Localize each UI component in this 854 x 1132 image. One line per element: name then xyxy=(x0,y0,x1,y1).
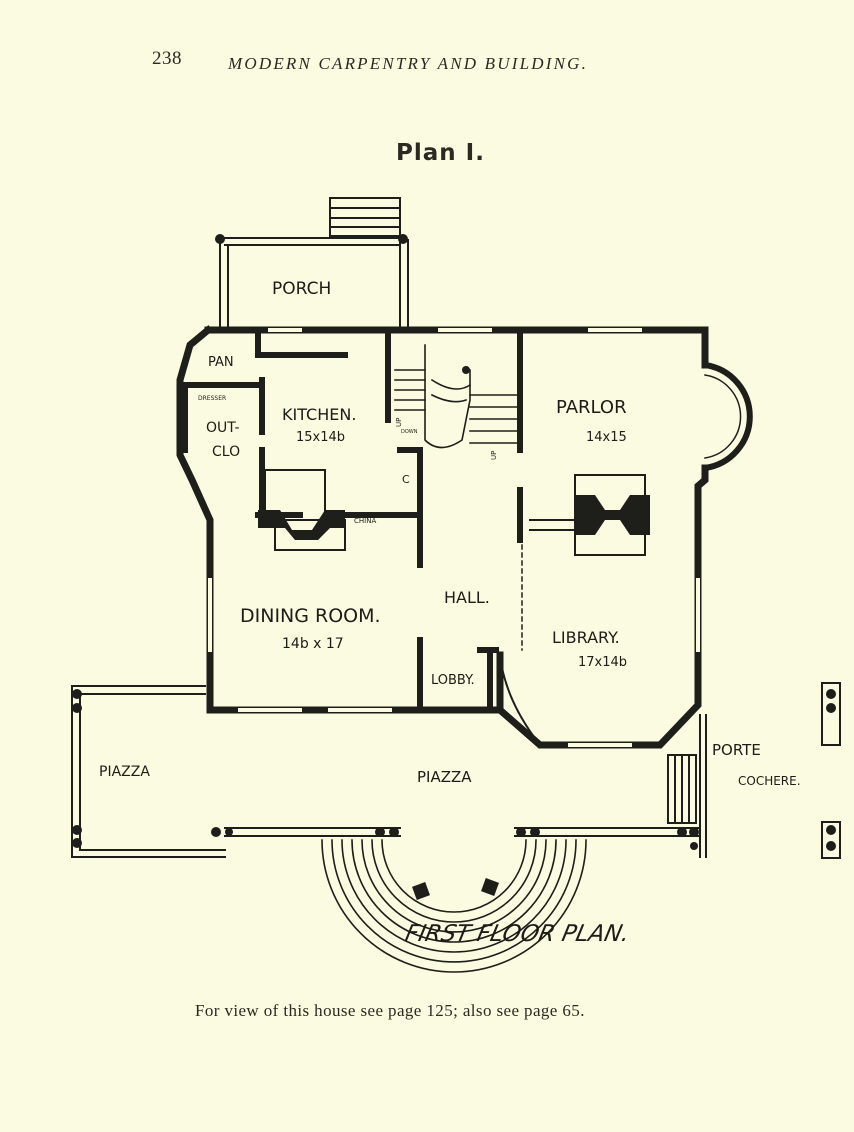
label-pantry: PAN xyxy=(208,355,234,370)
label-kitchen-size: 15x14b xyxy=(296,430,345,445)
page-number: 238 xyxy=(152,48,182,69)
label-stair-down: DOWN xyxy=(401,429,418,435)
label-parlor: PARLOR xyxy=(556,397,627,418)
label-porte-cochere-1: PORTE xyxy=(712,741,761,759)
staircase xyxy=(394,344,519,449)
label-library: LIBRARY. xyxy=(552,628,620,647)
plan-title: Plan I. xyxy=(396,140,485,166)
label-porch: PORCH xyxy=(272,279,331,299)
label-kitchen: KITCHEN. xyxy=(282,405,356,424)
porch-outline xyxy=(217,197,409,331)
label-outlet-closet-1: OUT- xyxy=(206,420,240,436)
running-head: MODERN CARPENTRY AND BUILDING. xyxy=(228,54,589,73)
piazza-railing xyxy=(71,685,707,858)
label-lobby: LOBBY. xyxy=(431,673,475,688)
label-parlor-size: 14x15 xyxy=(586,430,627,445)
front-steps xyxy=(321,839,587,973)
plan-signature: FIRST FLOOR PLAN. xyxy=(403,920,632,947)
label-library-size: 17x14b xyxy=(578,655,627,670)
label-piazza-left: PIAZZA xyxy=(99,764,150,780)
label-outlet-closet-2: CLO xyxy=(212,444,240,460)
caption: For view of this house see page 125; als… xyxy=(195,1001,585,1020)
porte-cochere-posts xyxy=(821,682,841,859)
label-piazza-center: PIAZZA xyxy=(417,768,472,786)
label-stair-up-1: UP xyxy=(395,418,403,427)
label-stair-up-2: UP xyxy=(490,451,498,460)
label-hall: HALL. xyxy=(444,588,490,607)
label-closet-c: C xyxy=(402,473,410,486)
kitchen-chimney xyxy=(264,469,346,551)
label-dining-size: 14b x 17 xyxy=(282,636,344,652)
label-dining-room: DINING ROOM. xyxy=(240,605,381,627)
label-dresser: DRESSER xyxy=(198,395,226,402)
parlor-bay xyxy=(701,361,753,472)
label-porte-cochere-2: COCHERE. xyxy=(738,774,801,788)
label-china: CHINA xyxy=(354,517,376,525)
